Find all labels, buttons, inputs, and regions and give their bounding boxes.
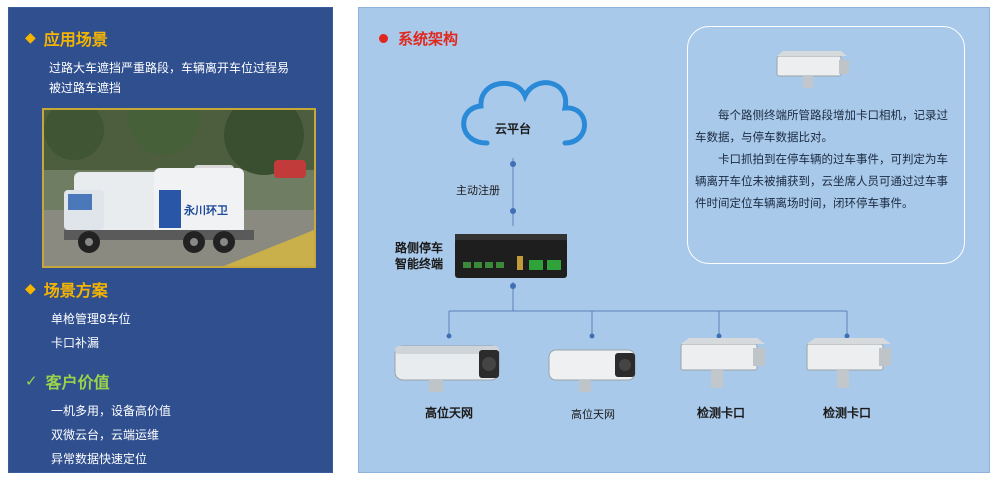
list-item: 卡口补漏 [51,336,100,350]
scene-desc-line2: 被过路车遮挡 [49,81,122,95]
checkmark-icon: ✓ [25,372,38,390]
scene-title: 应用场景 [43,30,108,49]
value-section-title: ✓ 客户价值 [25,369,110,393]
architecture-diagram [394,51,891,392]
connector-dot [844,333,850,339]
list-item: 单枪管理8车位 [51,312,131,326]
scene-section-title: ◆ 应用场景 [25,26,108,50]
bullet-dot-icon [379,34,388,43]
checkpoint-camera-icon [680,338,765,388]
info-paragraph: 卡口抓拍到在停车辆的过车事件，可判定为车辆离开车位未被捕获到，云坐席人员可通过过… [695,152,948,210]
cloud-label: 云平台 [494,122,531,136]
info-box [687,26,965,264]
camera-label: 检测卡口 [696,406,745,420]
list-item: 双微云台，云端运维 [51,428,160,442]
plan-list: 单枪管理8车位 卡口补漏 [51,309,131,353]
checkpoint-camera-icon [776,51,849,88]
value-list: 一机多用，设备高价值 双微云台，云端运维 异常数据快速定位 [51,399,171,471]
terminal-label: 路侧停车 智能终端 [385,240,453,272]
connector-dot [589,333,595,339]
arch-title-row: 系统架构 [379,28,458,49]
connector-dot [510,161,516,167]
connector-dot [716,333,722,339]
scene-description: 过路大车遮挡严重路段，车辆离开车位过程易 被过路车遮挡 [49,58,289,98]
scene-desc-line1: 过路大车遮挡严重路段，车辆离开车位过程易 [49,61,290,75]
scene-photo: 永川环卫 [42,108,316,268]
info-text: 每个路侧终端所管路段增加卡口相机，记录过车数据，与停车数据比对。 卡口抓拍到在停… [695,104,957,214]
list-item: 异常数据快速定位 [51,452,148,466]
info-paragraph: 每个路侧终端所管路段增加卡口相机，记录过车数据，与停车数据比对。 [695,108,948,144]
right-panel: 系统架构 [358,7,990,473]
edge-terminal-device [455,234,567,278]
register-label: 主动注册 [456,184,500,197]
camera-label: 高位天网 [571,408,615,421]
bullet-camera-icon [548,349,636,392]
connector-dot [510,283,516,289]
cloud-icon [461,80,587,146]
left-panel: ◆ 应用场景 过路大车遮挡严重路段，车辆离开车位过程易 被过路车遮挡 [8,7,333,473]
list-item: 一机多用，设备高价值 [51,404,172,418]
diamond-icon: ◆ [25,30,36,46]
camera-label: 高位天网 [424,406,473,420]
connector-dot [446,333,452,339]
value-title: 客户价值 [45,373,110,392]
plan-title: 场景方案 [43,281,108,300]
terminal-label-line2: 智能终端 [394,257,443,271]
camera-label: 检测卡口 [822,406,871,420]
arch-title: 系统架构 [398,30,459,48]
connector-dot [510,208,516,214]
bullet-camera-icon [394,345,500,392]
scene-photo-illustration [44,110,314,266]
terminal-label-line1: 路侧停车 [394,241,443,255]
diamond-icon: ◆ [25,281,36,297]
plan-section-title: ◆ 场景方案 [25,277,108,301]
truck-side-text: 永川环卫 [184,204,228,217]
checkpoint-camera-icon [806,338,891,388]
